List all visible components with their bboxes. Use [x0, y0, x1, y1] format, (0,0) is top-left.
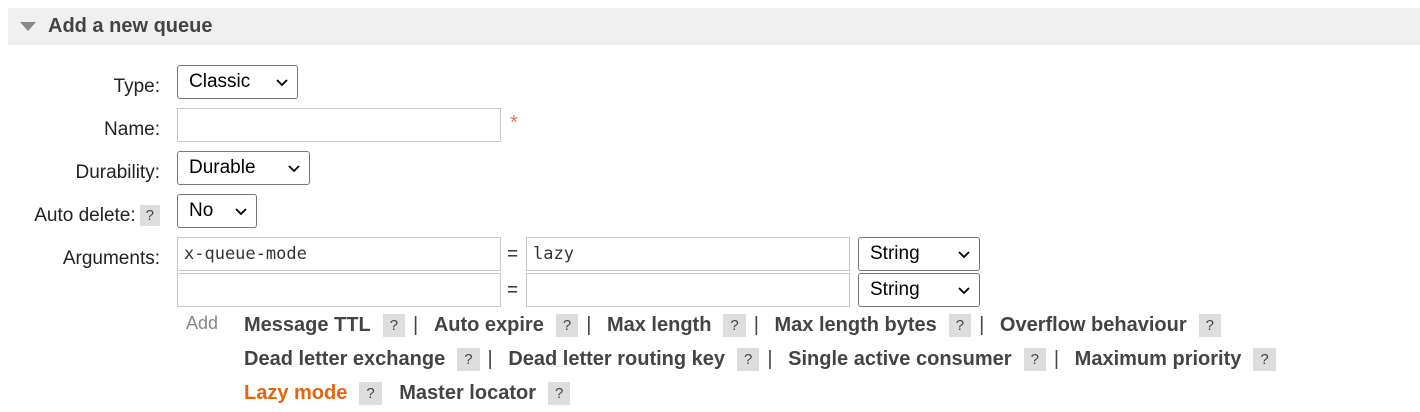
- master-locator-help-button[interactable]: ?: [547, 382, 571, 406]
- section-header[interactable]: Add a new queue: [8, 8, 1420, 45]
- auto-delete-select-value: No: [189, 200, 214, 221]
- chevron-down-icon: [958, 287, 970, 295]
- single-active-consumer-help-button[interactable]: ?: [1023, 348, 1046, 372]
- argument-links-row-2: Dead letter exchange? | Dead letter routi…: [244, 348, 1276, 372]
- auto-delete-label-text: Auto delete:: [34, 205, 136, 226]
- dead-letter-exchange-link[interactable]: Dead letter exchange: [244, 348, 446, 370]
- auto-delete-select[interactable]: No: [177, 194, 257, 228]
- max-length-link[interactable]: Max length: [606, 314, 712, 336]
- name-input[interactable]: [177, 108, 501, 142]
- lazy-mode-help-button[interactable]: ?: [359, 382, 382, 406]
- max-length-bytes-link[interactable]: Max length bytes: [774, 314, 937, 336]
- durability-select[interactable]: Durable: [177, 151, 310, 185]
- argument-type-value: String: [870, 243, 920, 264]
- maximum-priority-link[interactable]: Maximum priority: [1074, 348, 1242, 370]
- collapse-triangle-icon[interactable]: [20, 22, 36, 31]
- argument-links-row-1: Message TTL? | Auto expire? | Max length? |…: [244, 314, 1221, 338]
- max-length-help-button[interactable]: ?: [723, 314, 746, 338]
- chevron-down-icon: [276, 79, 288, 87]
- chevron-down-icon: [958, 251, 970, 259]
- section-title: Add a new queue: [48, 15, 213, 37]
- dead-letter-exchange-help-button[interactable]: ?: [457, 348, 480, 372]
- durability-select-value: Durable: [189, 157, 256, 178]
- argument-value-input[interactable]: [526, 273, 850, 307]
- argument-value-input[interactable]: [526, 237, 850, 271]
- dead-letter-routing-key-link[interactable]: Dead letter routing key: [508, 348, 726, 370]
- separator: |: [1053, 348, 1060, 370]
- message-ttl-help-button[interactable]: ?: [382, 314, 406, 338]
- arguments-label: Arguments:: [62, 248, 160, 269]
- durability-label: Durability:: [75, 162, 160, 183]
- overflow-behaviour-help-button[interactable]: ?: [1198, 314, 1221, 338]
- overflow-behaviour-link[interactable]: Overflow behaviour: [999, 314, 1187, 336]
- required-marker: *: [510, 112, 518, 134]
- argument-key-input[interactable]: [177, 237, 501, 271]
- chevron-down-icon: [288, 165, 300, 173]
- separator: |: [586, 314, 592, 336]
- lazy-mode-link[interactable]: Lazy mode: [244, 382, 348, 404]
- maximum-priority-help-button[interactable]: ?: [1253, 348, 1276, 372]
- argument-type-value: String: [870, 279, 920, 300]
- type-select[interactable]: Classic: [177, 65, 298, 99]
- auto-delete-help-button[interactable]: ?: [139, 205, 160, 227]
- single-active-consumer-link[interactable]: Single active consumer: [788, 348, 1012, 370]
- argument-key-input[interactable]: [177, 273, 501, 307]
- add-argument-button[interactable]: Add: [186, 313, 219, 333]
- argument-links-row-3: Lazy mode? Master locator?: [244, 382, 571, 406]
- auto-expire-link[interactable]: Auto expire: [433, 314, 544, 336]
- dead-letter-routing-key-help-button[interactable]: ?: [737, 348, 760, 372]
- master-locator-link[interactable]: Master locator: [399, 382, 536, 404]
- equals-sign: =: [507, 280, 519, 301]
- type-select-value: Classic: [189, 71, 251, 92]
- argument-type-select[interactable]: String: [858, 273, 980, 307]
- equals-sign: =: [507, 244, 519, 265]
- auto-expire-help-button[interactable]: ?: [555, 314, 579, 338]
- name-label: Name:: [104, 119, 160, 140]
- separator: |: [753, 314, 759, 336]
- type-label: Type:: [113, 76, 160, 97]
- separator: |: [979, 314, 985, 336]
- auto-delete-label: Auto delete:?: [34, 205, 160, 227]
- separator: |: [487, 348, 493, 370]
- max-length-bytes-help-button[interactable]: ?: [948, 314, 972, 338]
- separator: |: [413, 314, 419, 336]
- chevron-down-icon: [235, 208, 247, 216]
- separator: |: [767, 348, 773, 370]
- argument-type-select[interactable]: String: [858, 237, 980, 271]
- message-ttl-link[interactable]: Message TTL: [244, 314, 371, 336]
